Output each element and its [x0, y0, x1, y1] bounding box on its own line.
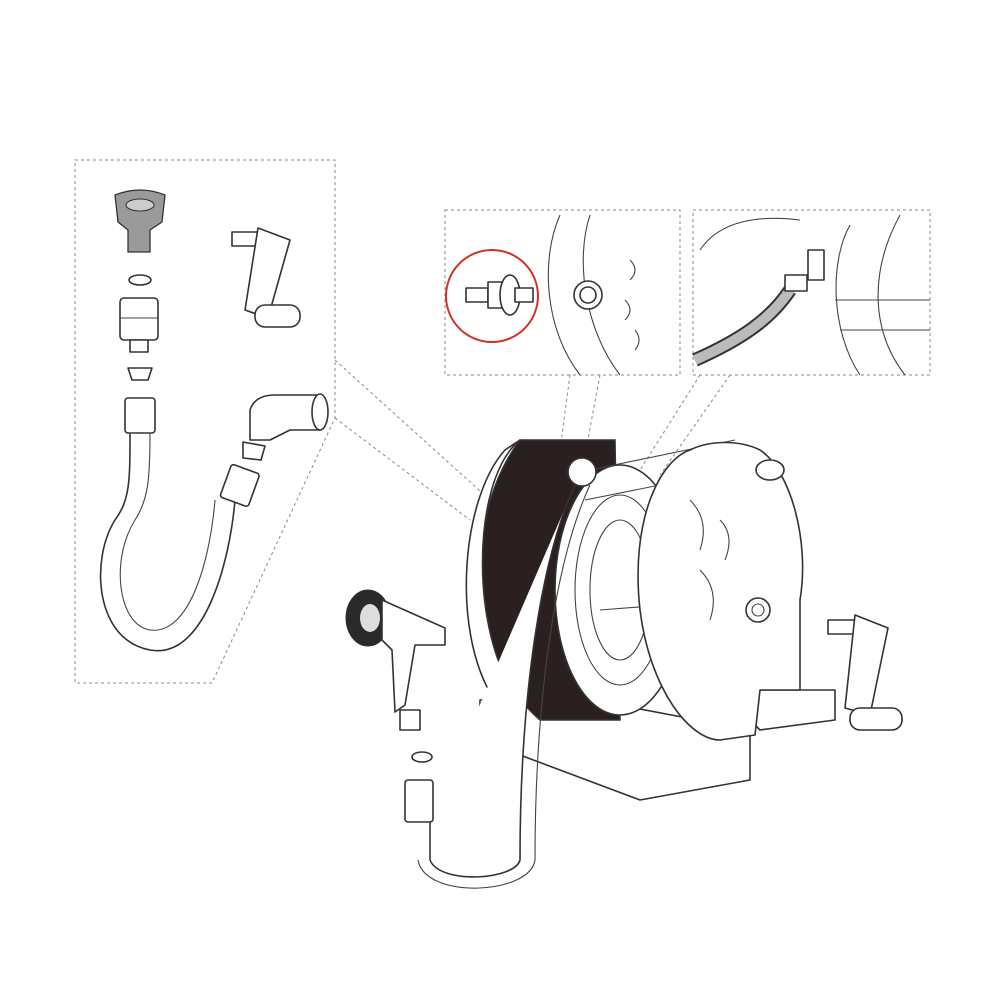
hose-reel	[417, 439, 836, 889]
callout-connector-detail	[444, 209, 681, 456]
spray-gun	[345, 589, 446, 823]
connector-detail-art	[445, 214, 640, 376]
reel-crank-handle	[827, 614, 903, 731]
callout-left-parts	[74, 159, 491, 684]
tap-adapter-parts	[99, 189, 329, 652]
crank-handle-part	[231, 227, 301, 328]
hose-inlet-detail-art	[692, 214, 930, 376]
highlight-circle	[445, 249, 539, 343]
callout-hose-inlet-detail	[639, 209, 931, 476]
